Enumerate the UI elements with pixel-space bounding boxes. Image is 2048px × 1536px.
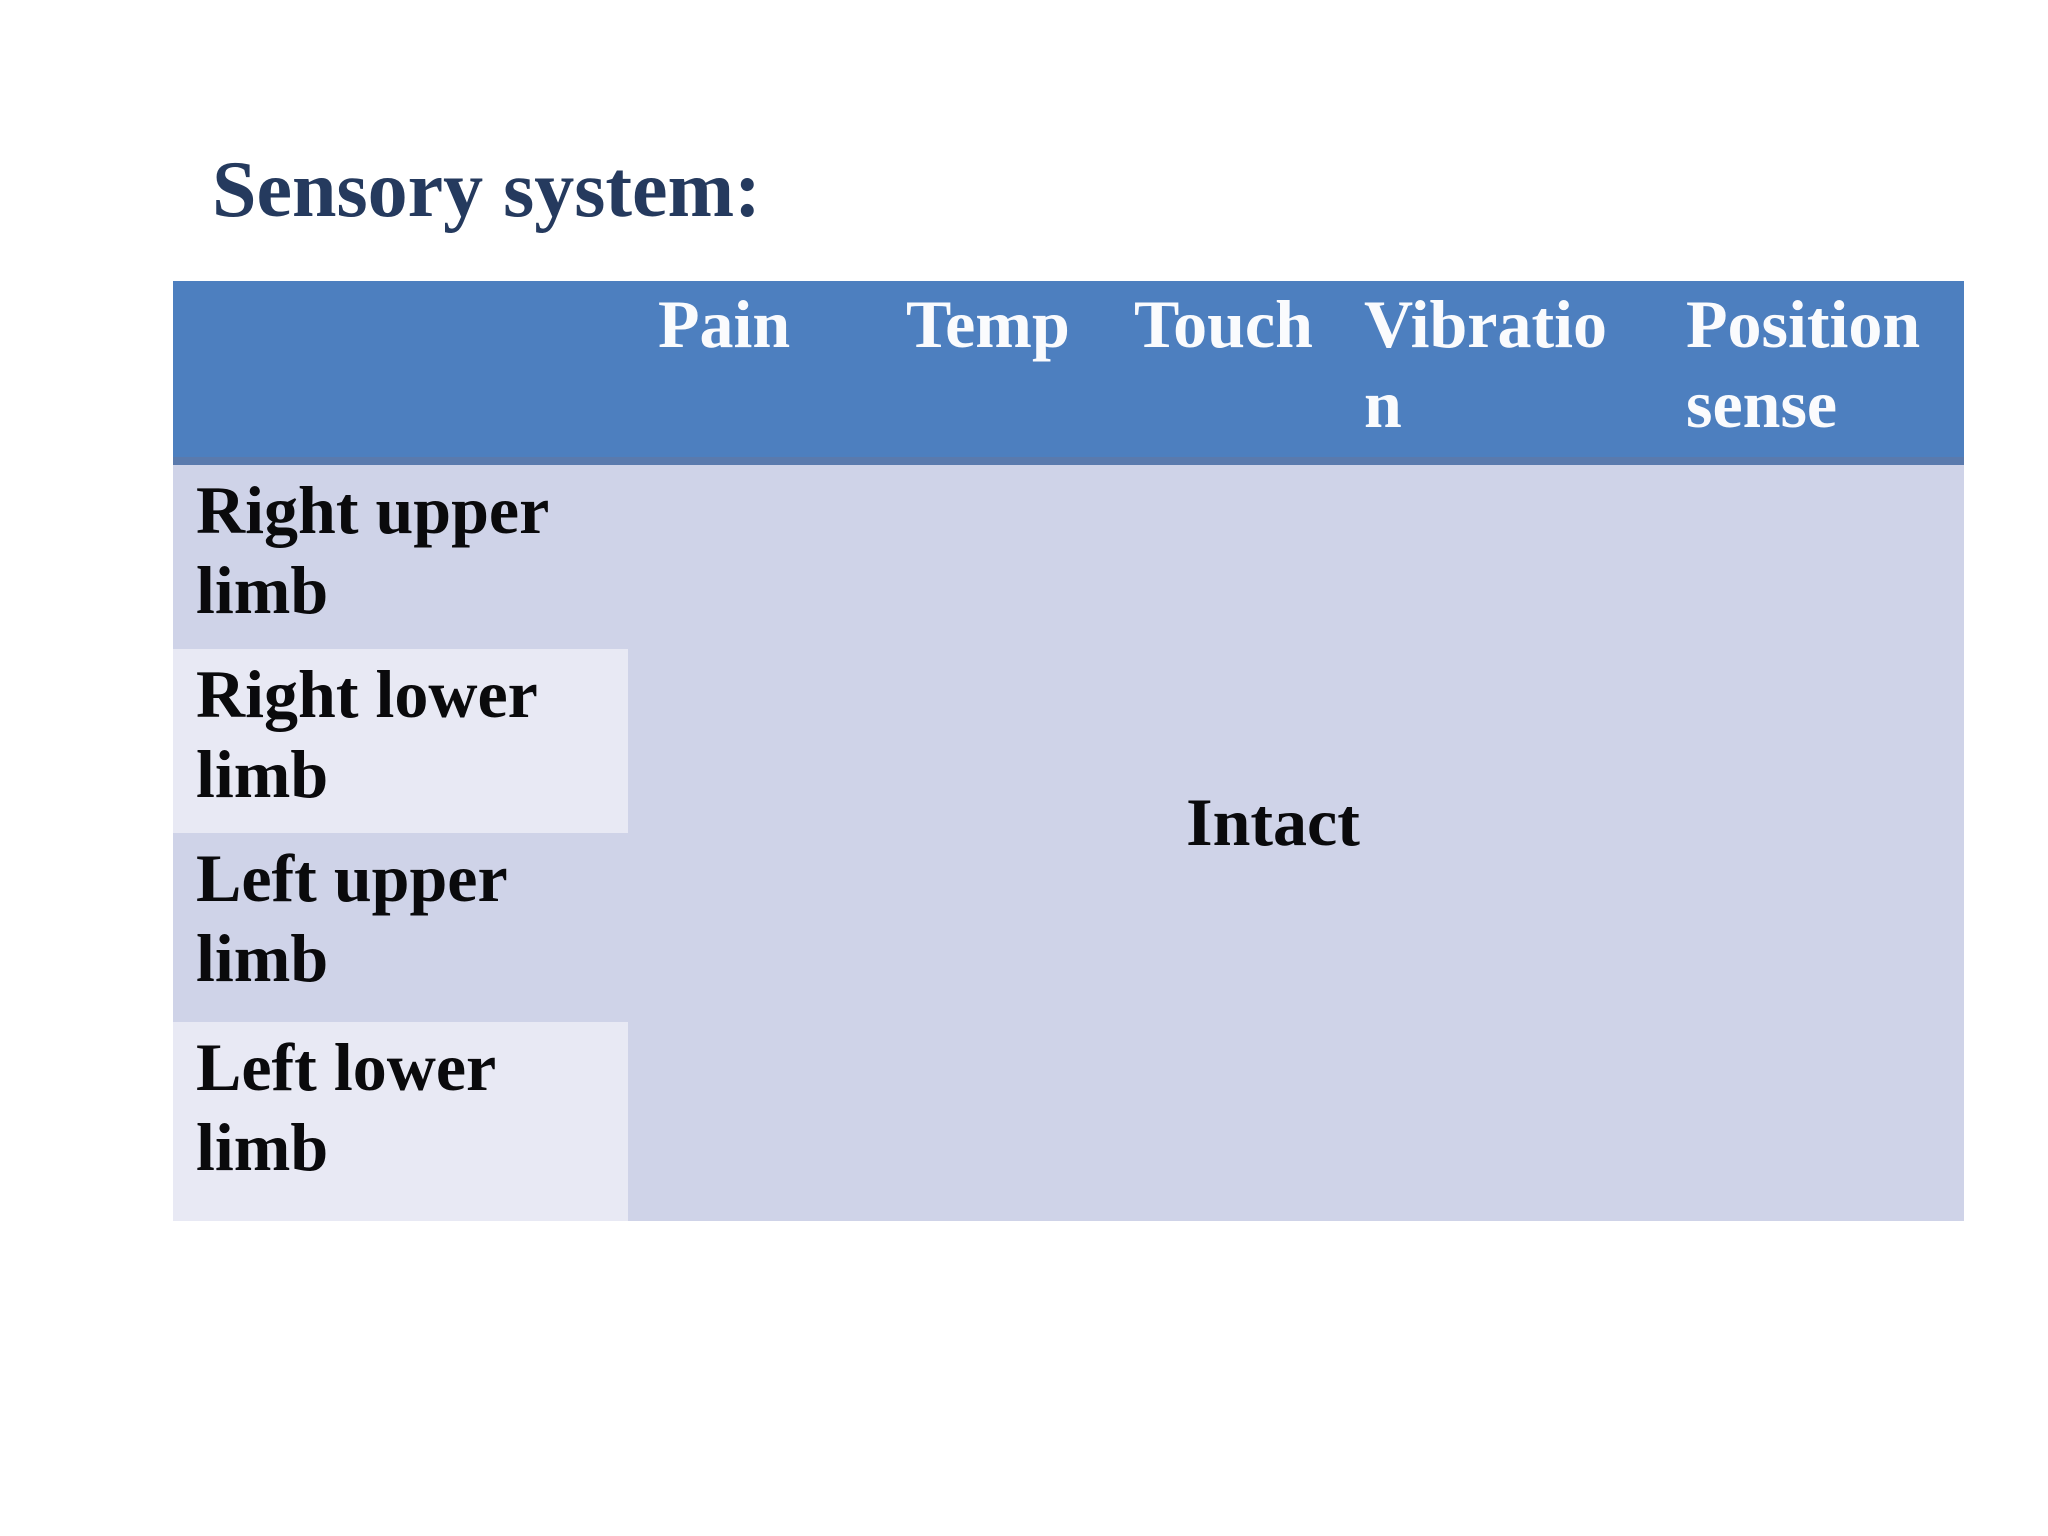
- row-label-text: Left upper limb: [196, 840, 507, 996]
- intact-value: Intact: [1186, 784, 1360, 861]
- row-label-right-lower-limb: Right lower limb: [173, 649, 628, 833]
- slide-title: Sensory system:: [212, 146, 761, 234]
- header-label-pain: Pain: [658, 286, 791, 362]
- sensory-table: Pain Temp Touch Vibration Position sense…: [173, 281, 1964, 1221]
- row-label-right-upper-limb: Right upper limb: [173, 465, 628, 649]
- header-corner-cell: [173, 281, 628, 465]
- header-label-position-sense: Position sense: [1686, 286, 1921, 442]
- header-label-vibration: Vibration: [1364, 286, 1608, 442]
- merged-intact-cell: Intact: [628, 465, 1964, 1221]
- header-cell-vibration: Vibration: [1332, 281, 1636, 465]
- row-label-left-lower-limb: Left lower limb: [173, 1022, 628, 1221]
- row-label-text: Right lower limb: [196, 656, 537, 812]
- header-cell-temp: Temp: [876, 281, 1104, 465]
- row-label-text: Right upper limb: [196, 472, 549, 628]
- header-cell-position-sense: Position sense: [1636, 281, 1964, 465]
- header-label-touch: Touch: [1134, 286, 1313, 362]
- header-cell-touch: Touch: [1104, 281, 1332, 465]
- row-label-left-upper-limb: Left upper limb: [173, 833, 628, 1022]
- header-label-temp: Temp: [906, 286, 1070, 362]
- row-label-text: Left lower limb: [196, 1029, 495, 1185]
- header-cell-pain: Pain: [628, 281, 876, 465]
